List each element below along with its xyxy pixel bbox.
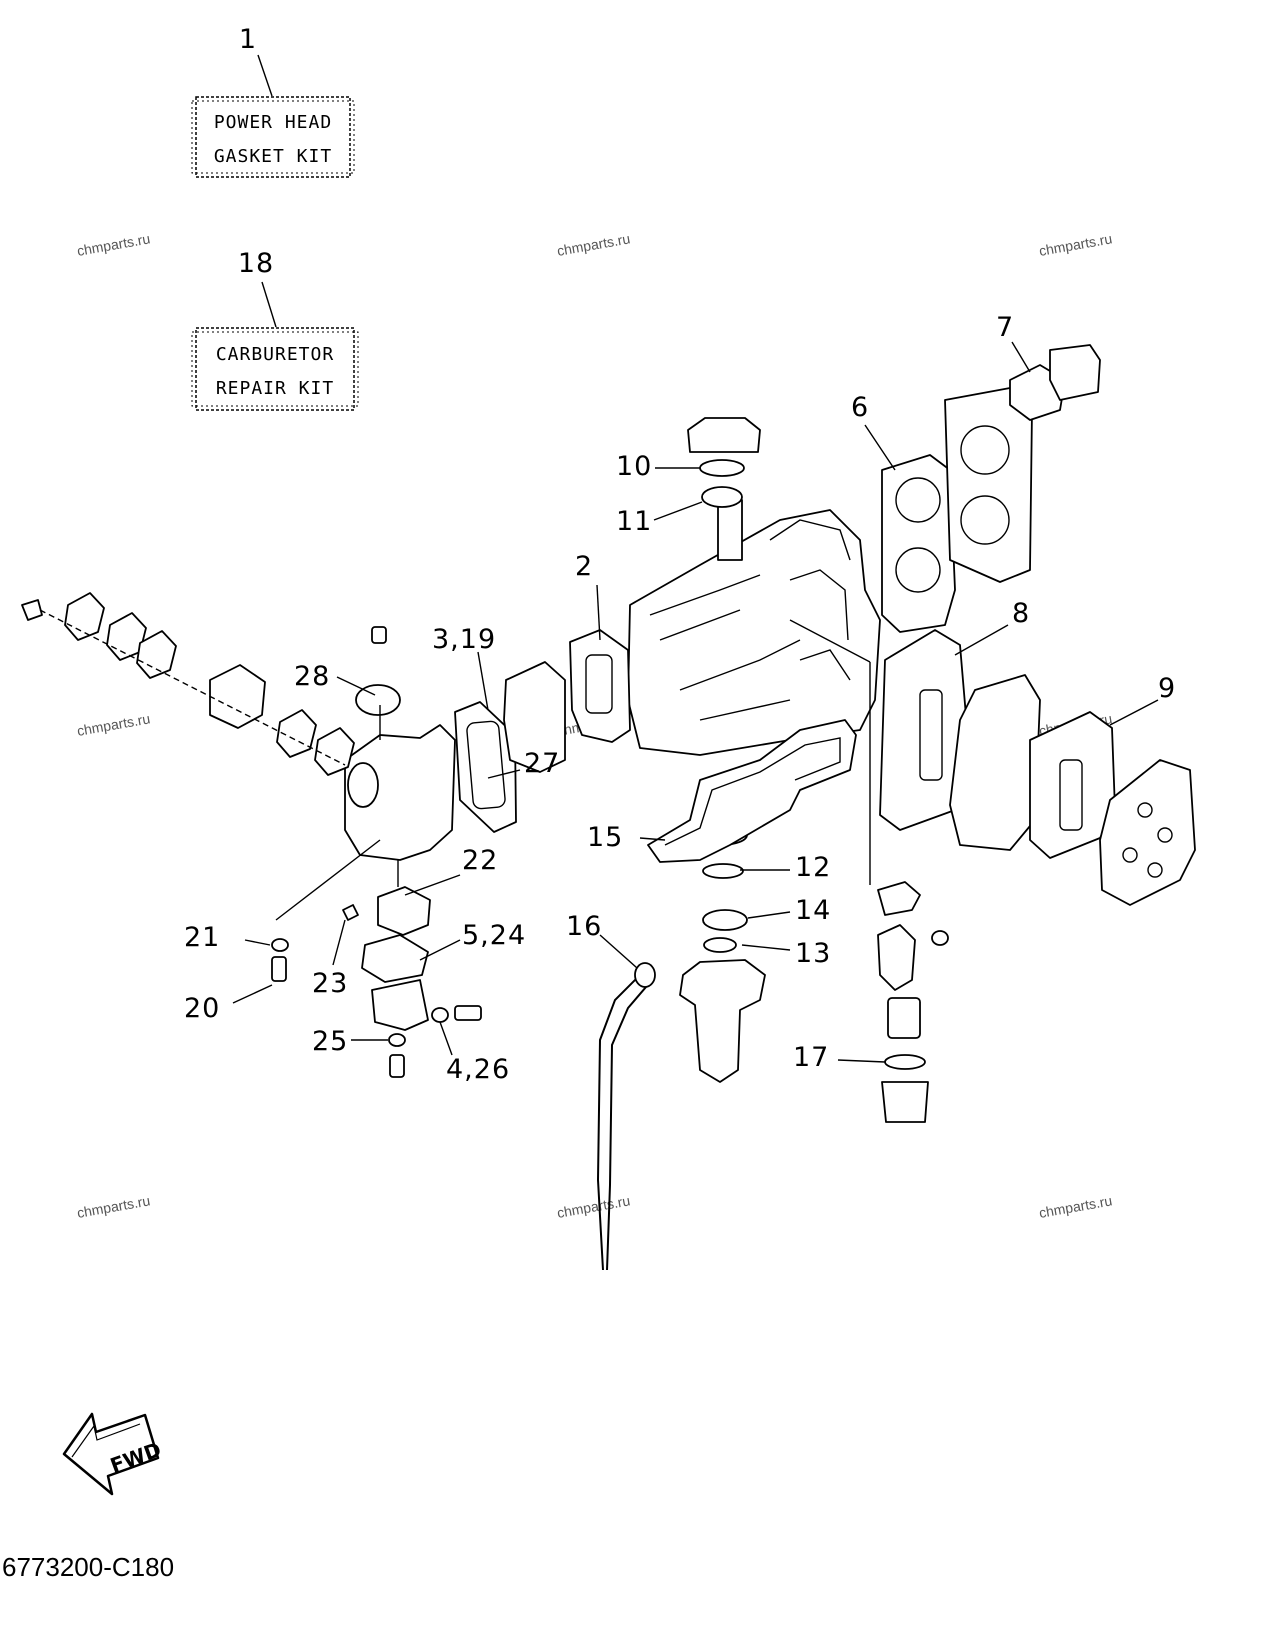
callout-17: 17 bbox=[793, 1042, 829, 1073]
callout-14: 14 bbox=[795, 895, 831, 926]
fuel-hose-illustration bbox=[596, 962, 656, 1271]
kit-number-18: 18 bbox=[238, 248, 274, 279]
callout-labels: 2 3,19 4,26 5,24 6 7 8 9 10 11 12 13 14 … bbox=[184, 312, 1176, 1085]
watermark: chmparts.ru bbox=[76, 710, 152, 739]
callout-23: 23 bbox=[312, 968, 348, 999]
kit-box-1 bbox=[195, 96, 351, 178]
thermostat-7 bbox=[1009, 344, 1101, 421]
callout-2: 2 bbox=[575, 551, 593, 582]
kit-number-1: 1 bbox=[239, 24, 257, 55]
kit-power-head-gasket[interactable]: 1 POWER HEAD GASKET KIT bbox=[191, 24, 355, 178]
kit-1-line1: POWER HEAD bbox=[214, 112, 332, 133]
callout-9: 9 bbox=[1158, 673, 1176, 704]
reed-valve bbox=[503, 661, 566, 773]
callout-3-19: 3,19 bbox=[432, 624, 496, 655]
watermark: chmparts.ru bbox=[556, 1192, 632, 1221]
gasket-15 bbox=[647, 719, 857, 863]
callout-12: 12 bbox=[795, 852, 831, 883]
callout-10: 10 bbox=[616, 451, 652, 482]
callout-28: 28 bbox=[294, 661, 330, 692]
watermark: chmparts.ru bbox=[76, 230, 152, 259]
callout-13: 13 bbox=[795, 938, 831, 969]
watermark: chmparts.ru bbox=[1038, 230, 1114, 259]
callout-15: 15 bbox=[587, 822, 623, 853]
callout-16: 16 bbox=[566, 911, 602, 942]
callout-4-26: 4,26 bbox=[446, 1054, 510, 1085]
watermark: chmparts.ru bbox=[76, 1192, 152, 1221]
kit-carburetor-repair[interactable]: 18 CARBURETOR REPAIR KIT bbox=[191, 248, 359, 411]
gasket-3-19 bbox=[454, 701, 517, 833]
head-gasket-6 bbox=[881, 454, 956, 633]
exhaust-outer-cover bbox=[1099, 759, 1196, 906]
fwd-arrow-icon: FWD bbox=[62, 1412, 164, 1496]
callout-5-24: 5,24 bbox=[462, 920, 526, 951]
kit-1-line2: GASKET KIT bbox=[214, 146, 332, 167]
kit-18-line1: CARBURETOR bbox=[216, 344, 334, 365]
callout-11: 11 bbox=[616, 506, 652, 537]
callout-21: 21 bbox=[184, 922, 220, 953]
cylinder-head bbox=[944, 387, 1033, 583]
carburetor-illustration bbox=[21, 592, 456, 861]
diagram-code: 6773200-C180 bbox=[2, 1552, 174, 1582]
callout-8: 8 bbox=[1012, 598, 1030, 629]
cylinder-block-illustration bbox=[627, 417, 881, 1083]
watermark: chmparts.ru bbox=[556, 230, 632, 259]
callout-25: 25 bbox=[312, 1026, 348, 1057]
watermark: chmparts.ru bbox=[1038, 1192, 1114, 1221]
float-bowl-illustration bbox=[271, 886, 482, 1078]
leader-lines bbox=[232, 341, 1159, 1063]
callout-6: 6 bbox=[851, 392, 869, 423]
fuel-filter-illustration bbox=[877, 881, 949, 1123]
callout-27: 27 bbox=[524, 748, 560, 779]
kit-18-line2: REPAIR KIT bbox=[216, 378, 334, 399]
gasket-2 bbox=[569, 629, 631, 743]
callout-20: 20 bbox=[184, 993, 220, 1024]
exhaust-cover bbox=[949, 674, 1041, 851]
callout-22: 22 bbox=[462, 845, 498, 876]
callout-7: 7 bbox=[996, 312, 1014, 343]
